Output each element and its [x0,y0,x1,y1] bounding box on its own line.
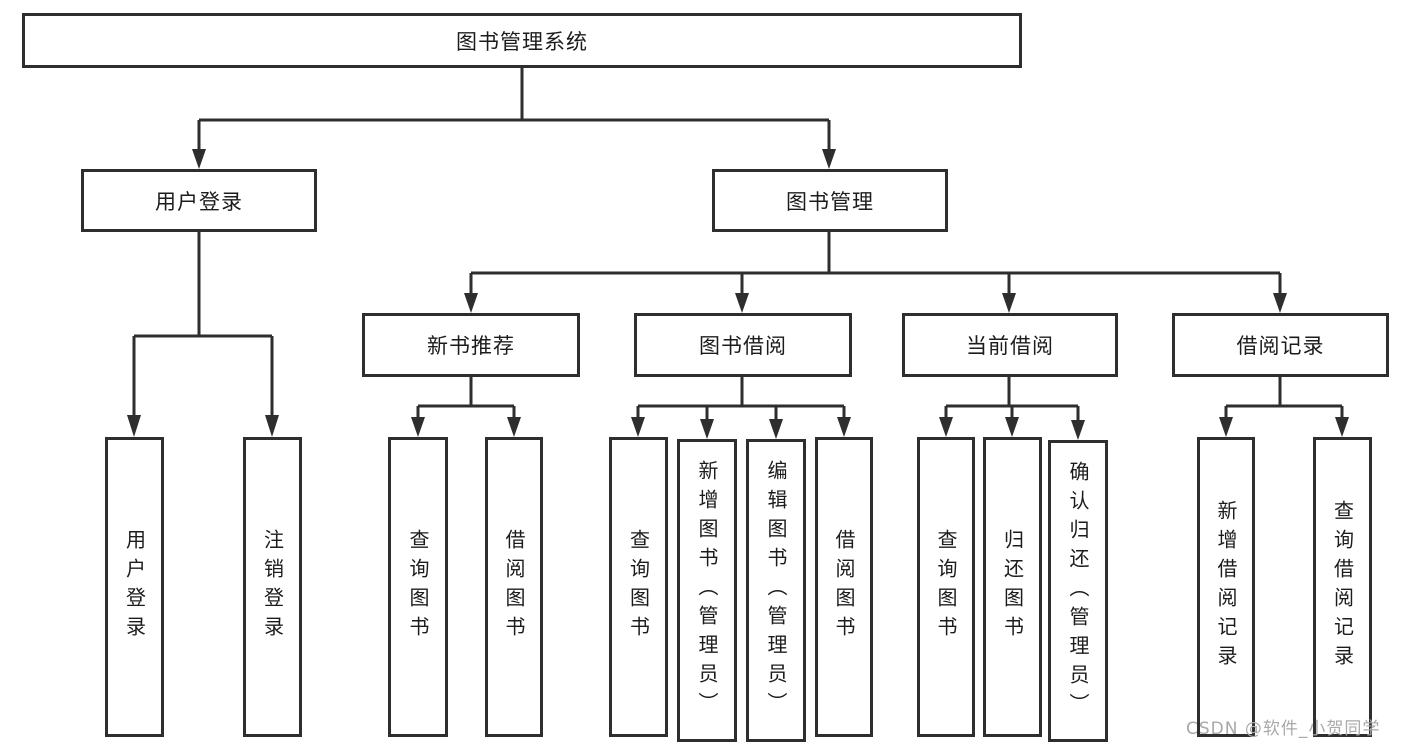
leaf-edit-book-admin: 编辑图书（管理员） [746,439,806,742]
leaf-confirm-return-admin: 确认归还（管理员） [1048,440,1108,742]
leaf-query-books-3: 查询图书 [917,437,975,737]
node-book-borrow: 图书借阅 [634,313,852,377]
node-library-management-system: 图书管理系统 [22,13,1022,68]
leaf-return-books: 归还图书 [983,437,1042,737]
leaf-borrow-books-1: 借阅图书 [485,437,543,737]
node-borrow-records: 借阅记录 [1172,313,1389,377]
leaf-query-books-1: 查询图书 [388,437,448,737]
node-new-book-recommend: 新书推荐 [362,313,580,377]
node-user-login: 用户登录 [81,169,317,232]
leaf-query-borrow-record: 查询借阅记录 [1313,437,1372,737]
leaf-add-book-admin: 新增图书（管理员） [677,439,737,742]
leaf-borrow-books-2: 借阅图书 [815,437,873,737]
watermark: CSDN @软件_小贺同学 [1186,719,1381,739]
leaf-query-books-2: 查询图书 [609,437,668,737]
node-book-management: 图书管理 [712,169,948,232]
leaf-logout: 注销登录 [243,437,302,737]
node-current-borrow: 当前借阅 [902,313,1118,377]
leaf-user-login: 用户登录 [105,437,164,737]
leaf-add-borrow-record: 新增借阅记录 [1197,437,1255,737]
arrowheads [127,149,1349,440]
